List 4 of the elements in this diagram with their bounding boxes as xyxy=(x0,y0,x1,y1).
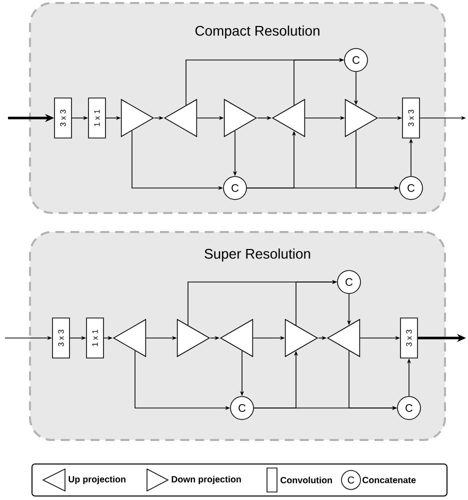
legend-text: Convolution xyxy=(280,476,332,484)
legend-text: Concatenate xyxy=(362,476,416,484)
legend-text: Down projection xyxy=(172,476,241,484)
legend-text: Up projection xyxy=(68,476,126,484)
